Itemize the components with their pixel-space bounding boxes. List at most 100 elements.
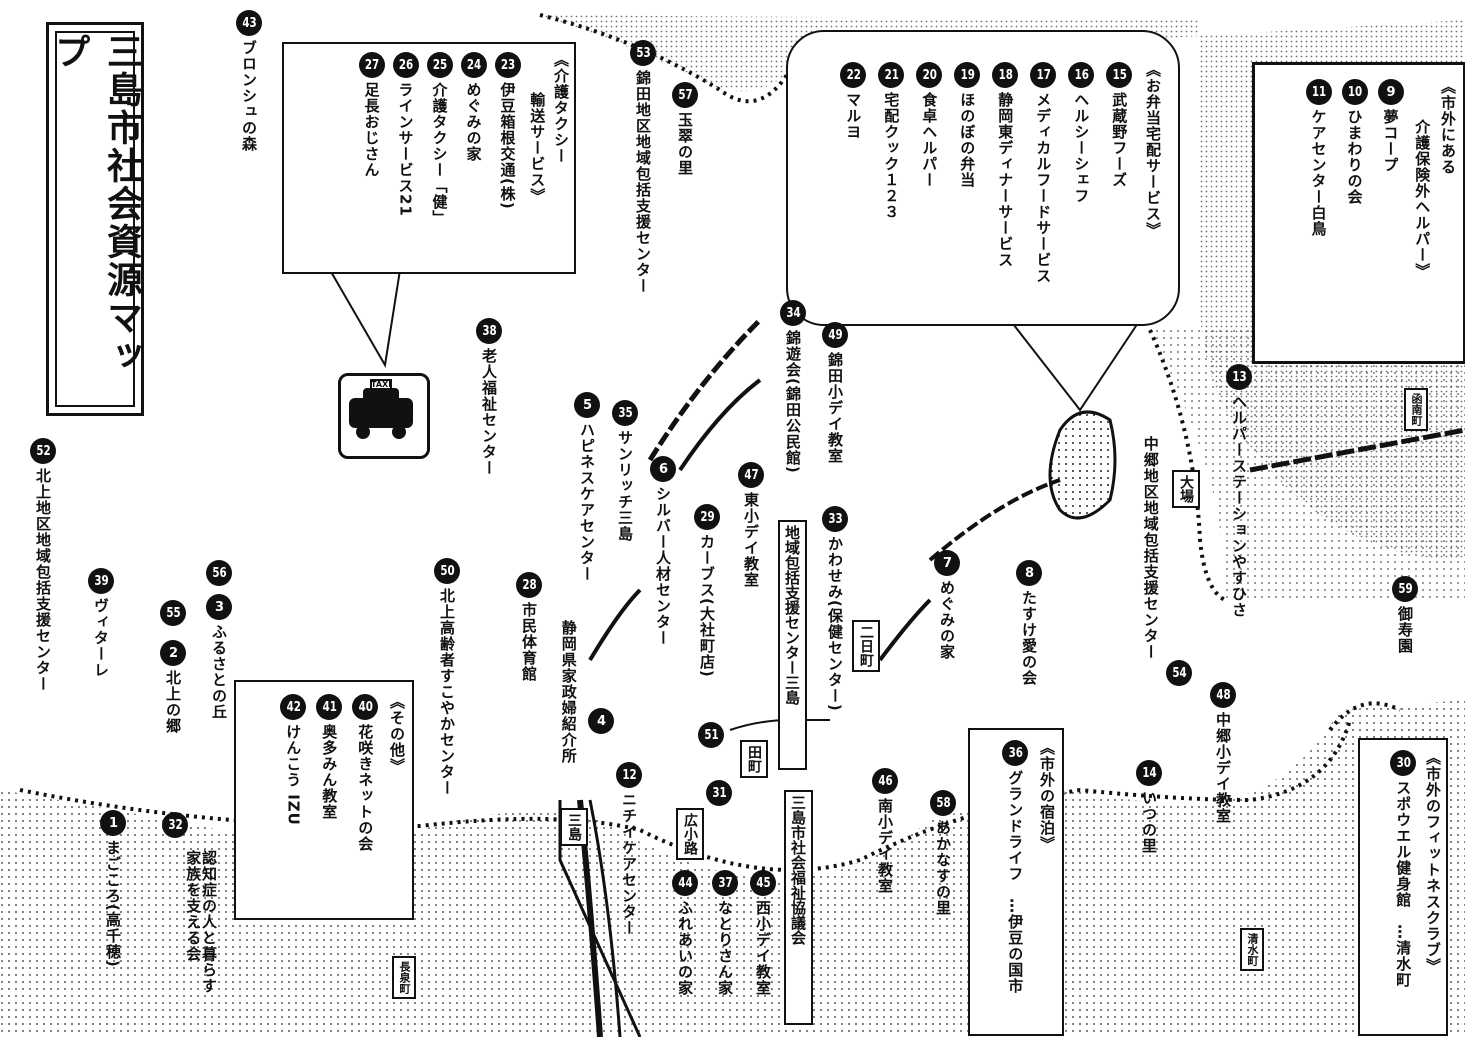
list-item: 19ほのぼの弁当 bbox=[954, 62, 981, 302]
number-badge: 35 bbox=[612, 400, 638, 426]
facility-label: 静岡県家政婦紹介所 bbox=[559, 620, 578, 764]
list-item: 18静岡東ディナーサービス bbox=[992, 62, 1019, 302]
facility-label: 52北上地区地域包括支援センター bbox=[30, 438, 56, 692]
outside-panel-sub: 介護保険外ヘルパー》 bbox=[1413, 119, 1432, 279]
facility-label: 14いつの里 bbox=[1136, 760, 1162, 854]
number-badge: 49 bbox=[822, 322, 848, 348]
facility-label: 34錦遊会(錦田公民館) bbox=[780, 300, 806, 474]
number-badge: 41 bbox=[316, 694, 343, 720]
number-badge: 45 bbox=[750, 870, 776, 896]
number-badge: 43 bbox=[236, 10, 262, 36]
facility-label: 29カーブス(大社町店) bbox=[694, 504, 720, 678]
facility-label: 6シルバー人材センター bbox=[650, 456, 676, 646]
number-badge: 57 bbox=[672, 82, 698, 108]
number-badge: 17 bbox=[1030, 62, 1057, 88]
list-item: 36グランドライフ …伊豆の国市 bbox=[1002, 740, 1029, 1024]
number-badge: 51 bbox=[698, 722, 724, 748]
number-badge: 8 bbox=[1016, 560, 1042, 586]
number-badge: 36 bbox=[1002, 740, 1029, 766]
number-badge: 25 bbox=[426, 52, 453, 78]
facility-label: 54 bbox=[1166, 660, 1192, 690]
lodging-panel: 《市外の宿泊》 36グランドライフ …伊豆の国市 bbox=[968, 728, 1064, 1036]
number-badge: 55 bbox=[160, 600, 186, 626]
list-item: 26ラインサービス21 bbox=[392, 52, 419, 262]
place-tamachi: 田町 bbox=[740, 740, 768, 778]
list-item: 24めぐみの家 bbox=[460, 52, 487, 262]
number-badge: 27 bbox=[358, 52, 385, 78]
number-badge: 39 bbox=[88, 568, 114, 594]
facility-label: 3ふるさとの丘 bbox=[206, 594, 232, 720]
number-badge: 20 bbox=[916, 62, 943, 88]
facility-label: 57玉翠の里 bbox=[672, 82, 698, 176]
list-item: 11ケアセンター白鳥 bbox=[1305, 79, 1332, 349]
facility-label: 38老人福祉センター bbox=[476, 318, 502, 476]
number-badge: 3 bbox=[206, 594, 232, 620]
number-badge: 54 bbox=[1166, 660, 1192, 686]
place-hirokoji: 広小路 bbox=[676, 808, 704, 860]
facility-label: 46南小デイ教室 bbox=[872, 768, 898, 894]
list-item: 9夢コープ bbox=[1377, 79, 1404, 349]
facility-label: 58あかなすの里 bbox=[930, 790, 956, 916]
facility-label: 2北上の郷 bbox=[160, 640, 186, 734]
number-badge: 46 bbox=[872, 768, 898, 794]
taxi-panel-header: 《介護タクシー bbox=[552, 52, 570, 164]
place-daiba: 大場 bbox=[1172, 470, 1200, 508]
number-badge: 28 bbox=[516, 572, 542, 598]
number-badge: 24 bbox=[460, 52, 487, 78]
list-item: 15武蔵野フーズ bbox=[1106, 62, 1133, 302]
place-shimizu: 清水町 bbox=[1240, 928, 1264, 971]
bento-panel-header: 《お弁当宅配サービス》 bbox=[1144, 62, 1162, 238]
facility-label: 32 bbox=[162, 812, 188, 842]
number-badge: 37 bbox=[712, 870, 738, 896]
facility-label: 5ハピネスケアセンター bbox=[574, 392, 600, 582]
facility-label: 47東小デイ教室 bbox=[738, 462, 764, 588]
list-item: 41奥多みん教室 bbox=[316, 694, 343, 904]
number-badge: 33 bbox=[822, 506, 848, 532]
facility-label: 51 bbox=[698, 722, 724, 752]
map-title: 三島市社会資源マップ bbox=[49, 33, 142, 375]
number-badge: 9 bbox=[1377, 79, 1404, 105]
outside-panel-header: 《市外にある bbox=[1439, 79, 1457, 175]
taxi-icon: TAXI bbox=[338, 373, 430, 459]
number-badge: 18 bbox=[992, 62, 1019, 88]
number-badge: 26 bbox=[392, 52, 419, 78]
facility-label: 39ヴィターレ bbox=[88, 568, 114, 678]
number-badge: 2 bbox=[160, 640, 186, 666]
facility-label: 1まごころ(高千穂) bbox=[100, 810, 126, 968]
number-badge: 15 bbox=[1106, 62, 1133, 88]
facility-label: 37なとりさん家 bbox=[712, 870, 738, 996]
place-hatsune: 函南町 bbox=[1404, 388, 1428, 431]
number-badge: 29 bbox=[694, 504, 720, 530]
number-badge: 42 bbox=[280, 694, 307, 720]
facility-label: 7めぐみの家 bbox=[934, 550, 960, 660]
facility-label: 13ヘルパーステーションやすひさ bbox=[1226, 364, 1252, 618]
list-item: 21宅配クック１２３ bbox=[878, 62, 905, 302]
facility-label: 45西小デイ教室 bbox=[750, 870, 776, 996]
place-nagaizumi: 長泉町 bbox=[392, 956, 416, 999]
outside-helper-panel: 《市外にある 介護保険外ヘルパー》 9夢コープ 10ひまわりの会 11ケアセンタ… bbox=[1252, 62, 1465, 364]
bento-panel: 《お弁当宅配サービス》 15武蔵野フーズ 16ヘルシーシェフ 17メディカルフー… bbox=[786, 30, 1180, 326]
number-badge: 38 bbox=[476, 318, 502, 344]
facility-label: 33かわせみ(保健センター) bbox=[822, 506, 848, 712]
list-item: 40花咲きネットの会 bbox=[352, 694, 379, 904]
number-badge: 5 bbox=[574, 392, 600, 418]
number-badge: 56 bbox=[206, 560, 232, 586]
lodging-panel-header: 《市外の宿泊》 bbox=[1038, 740, 1056, 852]
place-mishima: 三島 bbox=[560, 808, 588, 846]
number-badge: 7 bbox=[934, 550, 960, 576]
number-badge: 13 bbox=[1226, 364, 1252, 390]
list-item: 22マルヨ bbox=[840, 62, 867, 302]
chiiki-center-box: 地域包括支援センター三島 bbox=[778, 520, 807, 770]
place-nichome: 二日町 bbox=[852, 620, 880, 672]
number-badge: 34 bbox=[780, 300, 806, 326]
number-badge: 16 bbox=[1068, 62, 1095, 88]
facility-label: 4 bbox=[588, 708, 614, 738]
taxi-panel-sub: 輸送サービス》 bbox=[528, 92, 547, 204]
number-badge: 14 bbox=[1136, 760, 1162, 786]
facility-label: 50北上高齢者すこやかセンター bbox=[434, 558, 460, 796]
number-badge: 58 bbox=[930, 790, 956, 816]
list-item: 16ヘルシーシェフ bbox=[1068, 62, 1095, 302]
facility-label: 44ふれあいの家 bbox=[672, 870, 698, 996]
